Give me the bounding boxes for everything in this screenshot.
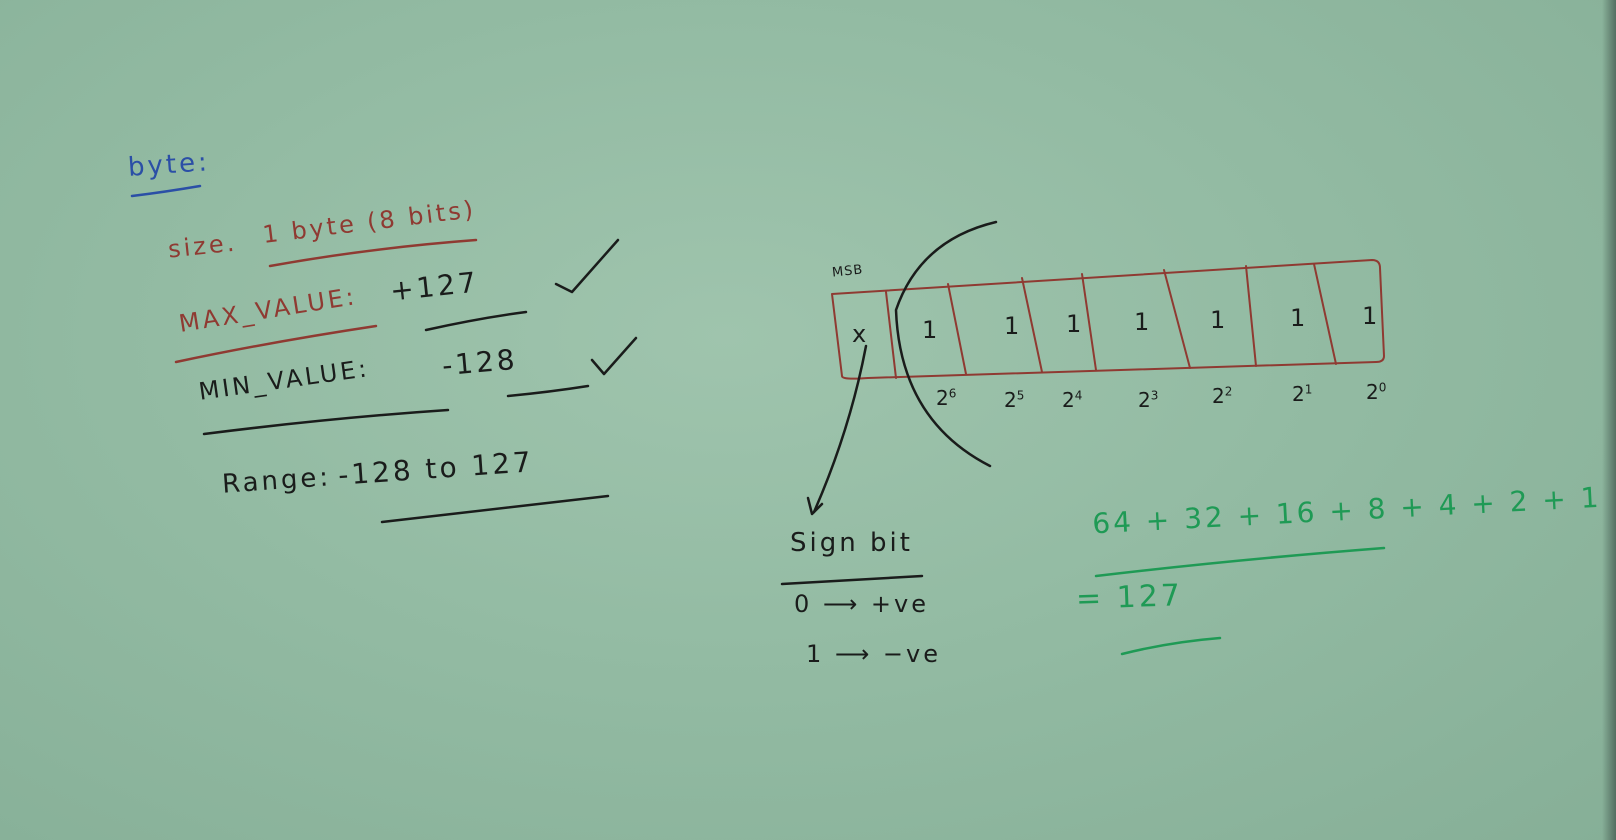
bit-cell: 1 <box>1290 304 1306 332</box>
sign-bit-title: Sign bit <box>790 528 913 558</box>
bit-cell: 1 <box>1134 308 1150 336</box>
cell-divider <box>1245 265 1257 367</box>
sign-bit-arrow <box>812 344 868 514</box>
power-label: 25 <box>1004 388 1025 412</box>
min-label-underline <box>202 408 450 436</box>
heading-underline <box>130 184 202 198</box>
cell-divider <box>885 291 897 379</box>
min-check <box>590 336 638 376</box>
power-label: 24 <box>1062 388 1083 412</box>
bit-cell: 1 <box>1362 302 1378 330</box>
bit-cell: 1 <box>1210 306 1226 334</box>
power-label: 22 <box>1212 384 1233 408</box>
cell-divider <box>1021 277 1043 373</box>
size-underline <box>268 238 478 268</box>
power-label: 21 <box>1292 382 1313 406</box>
cell-divider <box>1163 269 1191 369</box>
cell-divider <box>1081 273 1097 371</box>
byte-box <box>831 259 1385 380</box>
sign-bit-arrowhead <box>806 496 824 516</box>
sign-cell: x <box>852 320 867 348</box>
max-check <box>554 238 620 294</box>
cell-divider <box>947 283 967 375</box>
bit-cell: 1 <box>1004 312 1020 340</box>
result-underline <box>1120 636 1222 656</box>
min-value-underline <box>506 384 590 398</box>
range-underline <box>380 494 610 524</box>
sign-bit-negative-row: 1 ⟶ −ve <box>806 640 942 668</box>
power-label: 23 <box>1138 388 1159 412</box>
sum-underline <box>1094 546 1386 578</box>
board-frame-edge <box>1602 0 1616 840</box>
max-label-underline <box>174 324 378 364</box>
sign-bit-arc <box>894 220 998 468</box>
cell-divider <box>1313 263 1337 365</box>
power-label: 20 <box>1366 380 1387 404</box>
sign-bit-underline <box>780 574 924 586</box>
bit-cell: 1 <box>922 316 938 344</box>
bit-cell: 1 <box>1066 310 1082 338</box>
max-value-underline <box>424 310 528 332</box>
sign-bit-positive-row: 0 ⟶ +ve <box>794 590 930 618</box>
power-label: 26 <box>936 386 957 410</box>
